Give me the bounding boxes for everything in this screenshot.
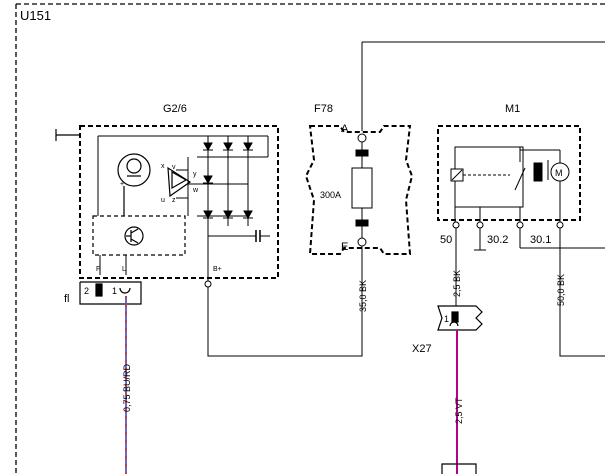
winding-y: y bbox=[193, 171, 197, 178]
fuse-rating: 300A bbox=[320, 190, 341, 200]
starter-internals bbox=[450, 146, 570, 222]
wire-bplus bbox=[207, 253, 363, 357]
starter-terminal-30-1: 30.1 bbox=[530, 234, 551, 246]
pin-bplus-label: B+ bbox=[213, 266, 222, 273]
rotor-plus: + bbox=[120, 181, 124, 188]
wire-label-starter-301: 50,0 BK bbox=[556, 274, 566, 306]
capacitor bbox=[255, 230, 261, 242]
bplus-terminal bbox=[204, 280, 212, 288]
alternator-connector bbox=[79, 281, 142, 305]
fuse-housing bbox=[304, 125, 414, 255]
fuse-terminal-e: E bbox=[341, 241, 348, 253]
motor-symbol: M bbox=[555, 168, 563, 178]
winding-u: u bbox=[161, 197, 165, 204]
wire-label-x27-out: 2,5 VT bbox=[454, 397, 464, 424]
bottom-connector bbox=[441, 463, 477, 474]
transistor-symbol bbox=[124, 226, 144, 246]
winding-v: v bbox=[172, 164, 176, 171]
x27-connector bbox=[437, 305, 483, 331]
winding-w: w bbox=[192, 187, 199, 194]
pin-l-label: L bbox=[122, 266, 126, 273]
starter-box bbox=[437, 125, 581, 221]
starter-terminal-50: 50 bbox=[440, 234, 452, 246]
top-bus bbox=[361, 41, 605, 131]
wire-label-alt-l: 0,75 BU/RD bbox=[122, 363, 132, 412]
pin-f-label: F bbox=[96, 266, 100, 273]
rotor-symbol bbox=[117, 153, 151, 216]
winding-z: z bbox=[172, 197, 176, 204]
stator-winding bbox=[167, 166, 192, 198]
fuse-name: F78 bbox=[314, 103, 333, 115]
alternator-box bbox=[79, 125, 279, 279]
u151-frame bbox=[15, 3, 605, 474]
fuse-element bbox=[351, 133, 373, 253]
starter-terminal-30-2: 30.2 bbox=[487, 234, 508, 246]
alternator-ground bbox=[55, 129, 80, 141]
winding-x: x bbox=[161, 163, 165, 170]
starter-terminal-dots bbox=[452, 221, 564, 229]
alternator-pin-leads bbox=[99, 255, 127, 275]
diode-bridge bbox=[203, 142, 253, 220]
wire-label-starter-50: 2,5 BK bbox=[452, 270, 462, 297]
x27-name: X27 bbox=[412, 343, 432, 355]
starter-name: M1 bbox=[505, 103, 520, 115]
connector-pin-1: 1 bbox=[112, 286, 117, 296]
starter-terminal-leads bbox=[455, 228, 605, 357]
frame-label: U151 bbox=[20, 8, 51, 23]
regulator-box bbox=[92, 215, 186, 256]
alternator-name: G2/6 bbox=[163, 103, 187, 115]
fuse-terminal-a: A bbox=[341, 123, 349, 135]
wire-label-fuse-out: 35,0 BK bbox=[358, 280, 368, 312]
connector-pin-2: 2 bbox=[84, 286, 89, 296]
x27-pin: 1 bbox=[444, 314, 449, 324]
connector-label: fl bbox=[64, 293, 70, 305]
